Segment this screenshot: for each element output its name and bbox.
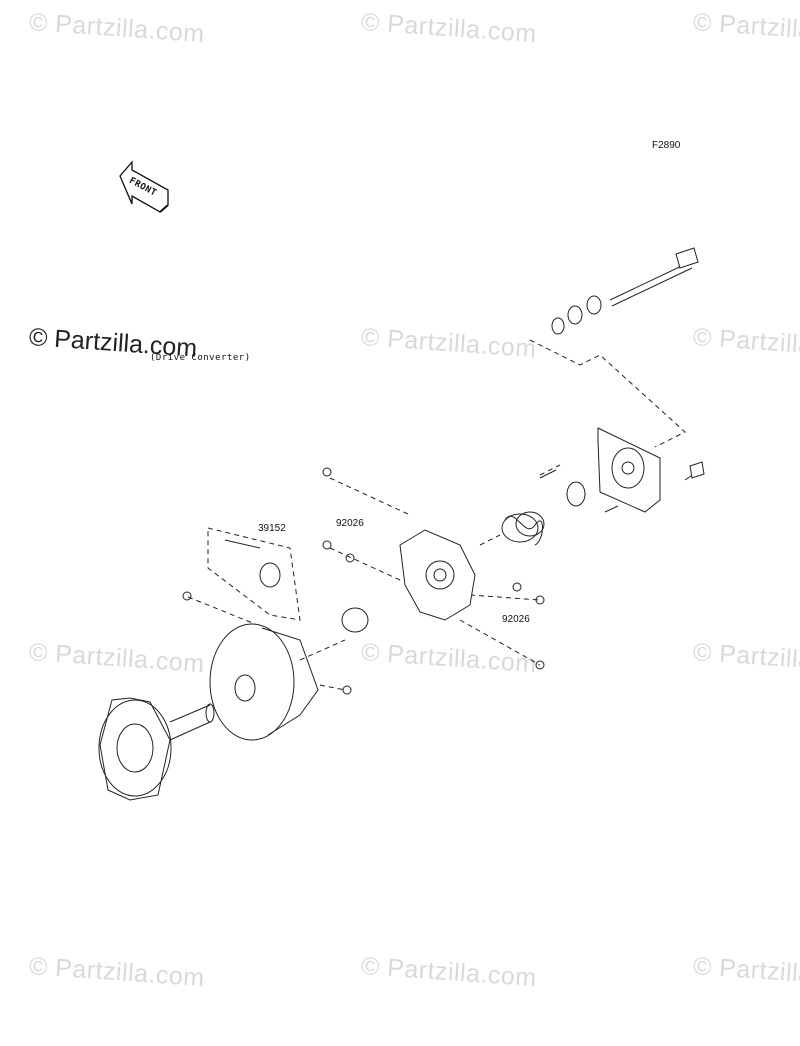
- reference-label: (Drive Converter): [150, 353, 251, 363]
- plate-assembly: [597, 427, 705, 513]
- spider: [399, 529, 476, 621]
- washer: [567, 305, 583, 325]
- roller: [341, 607, 369, 633]
- part-label-92026: 92026: [502, 614, 530, 625]
- nut: [551, 317, 565, 335]
- spring: [501, 511, 545, 546]
- washer: [586, 295, 602, 315]
- bushing: [566, 481, 586, 507]
- movable-sheave: [209, 623, 319, 741]
- part-label-39152: 39152: [258, 523, 286, 534]
- part-label-92026: 92026: [336, 518, 364, 529]
- weight-arm: [259, 562, 281, 588]
- long-bolt: [609, 247, 699, 307]
- figure-code: F2890: [652, 140, 681, 151]
- front-arrow-icon: [119, 160, 169, 213]
- fixed-sheave-fan: [98, 697, 215, 801]
